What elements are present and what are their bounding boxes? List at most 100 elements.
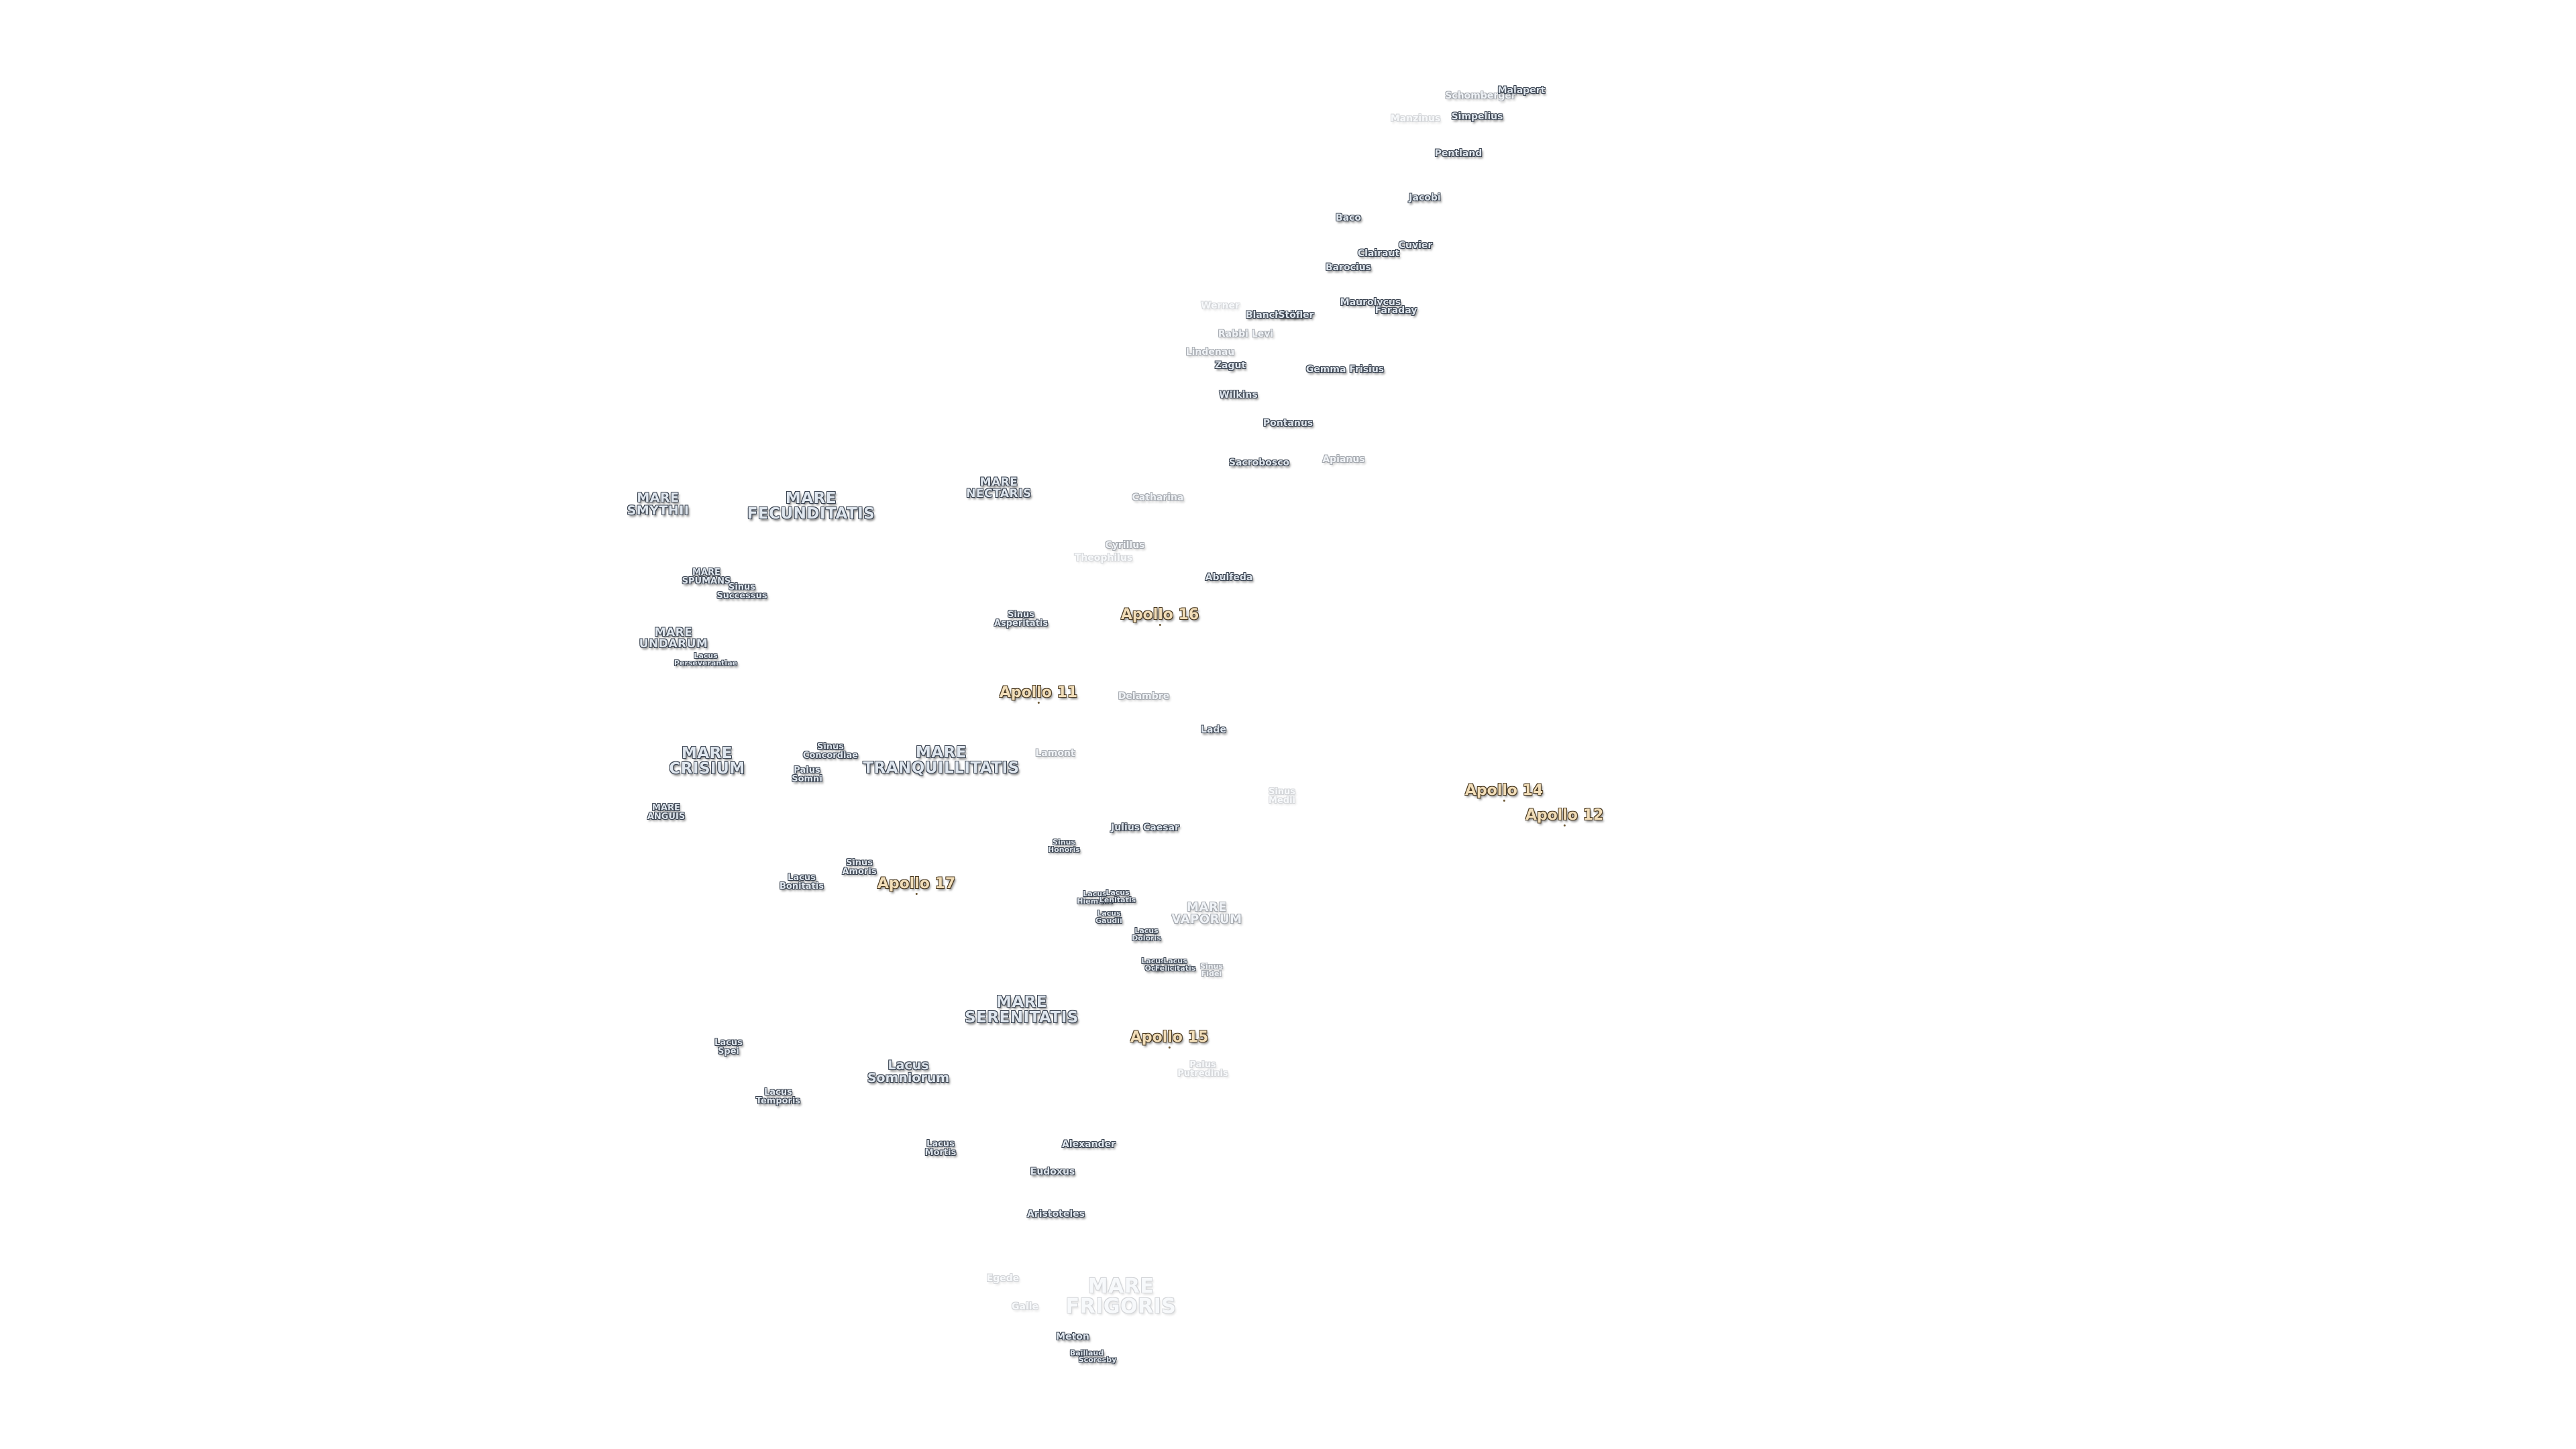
map-label-text: Sinus — [1268, 787, 1296, 797]
map-label-text: Lacus — [714, 1038, 743, 1048]
map-label-delambre: Delambre — [1118, 692, 1169, 701]
map-label-text: MARE — [681, 745, 733, 762]
map-label-julius-caesar: Julius Caesar — [1111, 823, 1179, 833]
map-label-text: NECTARIS — [966, 487, 1032, 500]
map-label-text: Aristoteles — [1027, 1209, 1085, 1220]
map-label-text: CRISIUM — [669, 760, 745, 777]
map-label-text: Lenitatis — [1099, 896, 1136, 904]
map-label-text: Apianus — [1322, 454, 1365, 465]
map-label-text: SERENITATIS — [965, 1009, 1079, 1026]
map-label-text: Gemma Frisius — [1305, 364, 1385, 375]
map-label-galle: Galle — [1012, 1302, 1038, 1311]
map-label-gemma-frisius: Gemma Frisius — [1306, 365, 1384, 374]
landing-site-marker-icon — [1159, 624, 1161, 626]
map-label-text: Catharina — [1132, 492, 1184, 503]
map-label-sacrobosco: Sacrobosco — [1229, 458, 1289, 468]
map-label-text: Apollo 12 — [1525, 807, 1604, 824]
map-label-lindenau: Lindenau — [1186, 347, 1235, 357]
map-label-apianus: Apianus — [1322, 455, 1364, 464]
map-label-text: Baco — [1335, 213, 1362, 223]
map-label-apollo-16[interactable]: Apollo 16 — [1120, 606, 1199, 626]
map-label-apollo-17[interactable]: Apollo 17 — [877, 875, 956, 895]
map-label-text: Lacus — [1106, 888, 1130, 897]
map-label-text: Lamont — [1035, 748, 1075, 759]
map-label-text: Temporis — [755, 1096, 801, 1106]
map-label-text: FRIGORIS — [1065, 1295, 1177, 1318]
map-label-theophilus: Theophilus — [1075, 553, 1133, 563]
map-label-text: Blanchinus — [1245, 310, 1304, 321]
map-label-baco: Baco — [1336, 213, 1361, 223]
map-label-text: Lacus — [788, 873, 816, 883]
map-label-text: Mortis — [924, 1148, 957, 1158]
map-label-apollo-11[interactable]: Apollo 11 — [1000, 686, 1077, 704]
map-label-text: Medii — [1269, 796, 1295, 806]
map-label-text: MARE — [915, 744, 967, 761]
map-label-text: Manzinus — [1390, 113, 1441, 124]
map-label-text: Scoresby — [1078, 1355, 1117, 1364]
map-label-text: Sinus — [728, 582, 756, 592]
map-label-apollo-15[interactable]: Apollo 15 — [1130, 1030, 1208, 1049]
map-label-pentland: Pentland — [1435, 149, 1483, 158]
map-label-baillaud: Baillaud — [1070, 1350, 1104, 1357]
map-label-text: MARE — [652, 803, 680, 813]
landing-site-marker-icon — [915, 893, 918, 895]
map-label-text: Successus — [716, 591, 767, 601]
map-label-scoresby: Scoresby — [1079, 1356, 1116, 1364]
map-label-aristoteles: Aristoteles — [1027, 1210, 1085, 1219]
map-label-text: Lindenau — [1185, 347, 1235, 358]
map-label-zagut: Zagut — [1215, 361, 1246, 370]
map-label-text: Lacus — [926, 1139, 955, 1149]
map-label-text: Faraday — [1375, 305, 1417, 316]
map-label-text: MARE — [637, 490, 680, 505]
map-label-schomberger: Schomberger — [1445, 91, 1515, 101]
map-label-text: Egede — [986, 1273, 1020, 1284]
map-label-text: Lade — [1201, 724, 1226, 735]
map-label-maurolycus: Maurolycus — [1340, 298, 1401, 307]
map-label-text: Pentland — [1434, 148, 1483, 159]
map-label-text: Lacus — [1097, 909, 1121, 918]
map-label-text: SPUMANS — [682, 576, 731, 586]
map-label-text: Sinus — [1053, 838, 1075, 847]
map-label-text: ANGUIS — [647, 812, 686, 822]
map-label-text: Jacobi — [1409, 193, 1441, 203]
map-label-text: Alexander — [1062, 1139, 1116, 1150]
map-label-text: Palus — [794, 765, 820, 775]
map-label-text: Abulfeda — [1205, 572, 1253, 583]
landing-site-marker-icon — [1037, 702, 1040, 704]
map-label-text: Baillaud — [1069, 1348, 1104, 1358]
map-label-text: Hiemalis — [1077, 897, 1113, 906]
map-label-text: Apollo 17 — [877, 875, 956, 892]
map-label-barocius: Barocius — [1326, 263, 1371, 272]
map-label-text: Wilkins — [1219, 390, 1258, 400]
map-label-text: Malapert — [1497, 85, 1546, 96]
map-label-text: Amoris — [842, 867, 877, 877]
map-label-apollo-14[interactable]: Apollo 14 — [1465, 784, 1543, 802]
map-label-pontanus: Pontanus — [1263, 419, 1313, 428]
landing-site-marker-icon — [1563, 824, 1566, 826]
map-label-text: Apollo 16 — [1120, 606, 1199, 623]
map-label-rabbi-levi: Rabbi Levi — [1218, 329, 1273, 339]
map-label-text: Cyrillus — [1105, 540, 1145, 551]
map-label-apollo-12[interactable]: Apollo 12 — [1525, 807, 1604, 826]
map-label-text: TRANQUILLITATIS — [863, 759, 1020, 777]
map-label-text: Somni — [792, 774, 822, 784]
map-label-werner: Werner — [1201, 301, 1240, 311]
map-label-text: Clairaut — [1357, 248, 1400, 259]
map-label-wilkins: Wilkins — [1219, 390, 1257, 400]
map-label-text: Sinus — [1007, 610, 1035, 620]
map-label-text: FECUNDITATIS — [747, 505, 875, 523]
map-label-clairaut: Clairaut — [1358, 249, 1399, 258]
